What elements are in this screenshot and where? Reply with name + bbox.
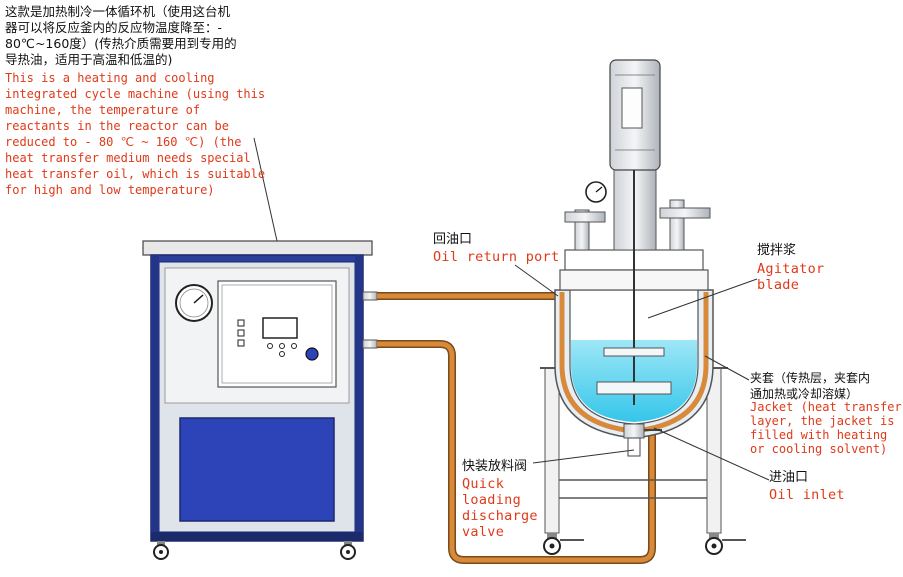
caster-wheel-icon [705, 533, 746, 555]
discharge-valve-label-en: Quick loading discharge valve [462, 476, 538, 540]
oil-return-label-en: Oil return port [433, 249, 560, 265]
agitator-motor [609, 59, 661, 171]
intro-text-zh: 这款是加热制冷一体循环机（使用这台机 器可以将反应釜内的反应物温度降至：- 80… [5, 4, 237, 67]
agitator-blade-icon [596, 347, 672, 395]
reactor-gauge-icon [585, 181, 607, 203]
oil-inlet-label-en: Oil inlet [769, 487, 845, 503]
pressure-gauge-icon [175, 284, 213, 322]
power-button-icon [305, 347, 319, 361]
oil-inlet-pipe [377, 340, 656, 564]
caster-wheel-icon [543, 533, 584, 555]
agitator-label-en: Agitator blade [757, 261, 825, 293]
chiller-lid [142, 240, 373, 256]
chiller-unit [142, 240, 378, 560]
leader-lines [253, 137, 770, 481]
display-screen [262, 317, 298, 339]
agitator-label-zh: 搅拌浆 [757, 243, 797, 258]
jacket-label-en: Jacket (heat transfer layer, the jacket … [750, 400, 902, 456]
caster-wheel-icon [153, 541, 169, 560]
discharge-valve-icon [623, 423, 662, 457]
jacket-label-zh: 夹套（传热层，夹套内 通加热或冷却溶媒） [750, 371, 871, 401]
caster-wheel-icon [340, 541, 356, 560]
discharge-valve-label-zh: 快装放料阀 [462, 459, 528, 474]
oil-return-label-zh: 回油口 [433, 232, 473, 247]
intro-text-en: This is a heating and cooling integrated… [5, 71, 266, 197]
oil-inlet-label-zh: 进油口 [769, 470, 809, 485]
vent-grille [179, 417, 335, 522]
reactor-vessel [540, 59, 746, 555]
